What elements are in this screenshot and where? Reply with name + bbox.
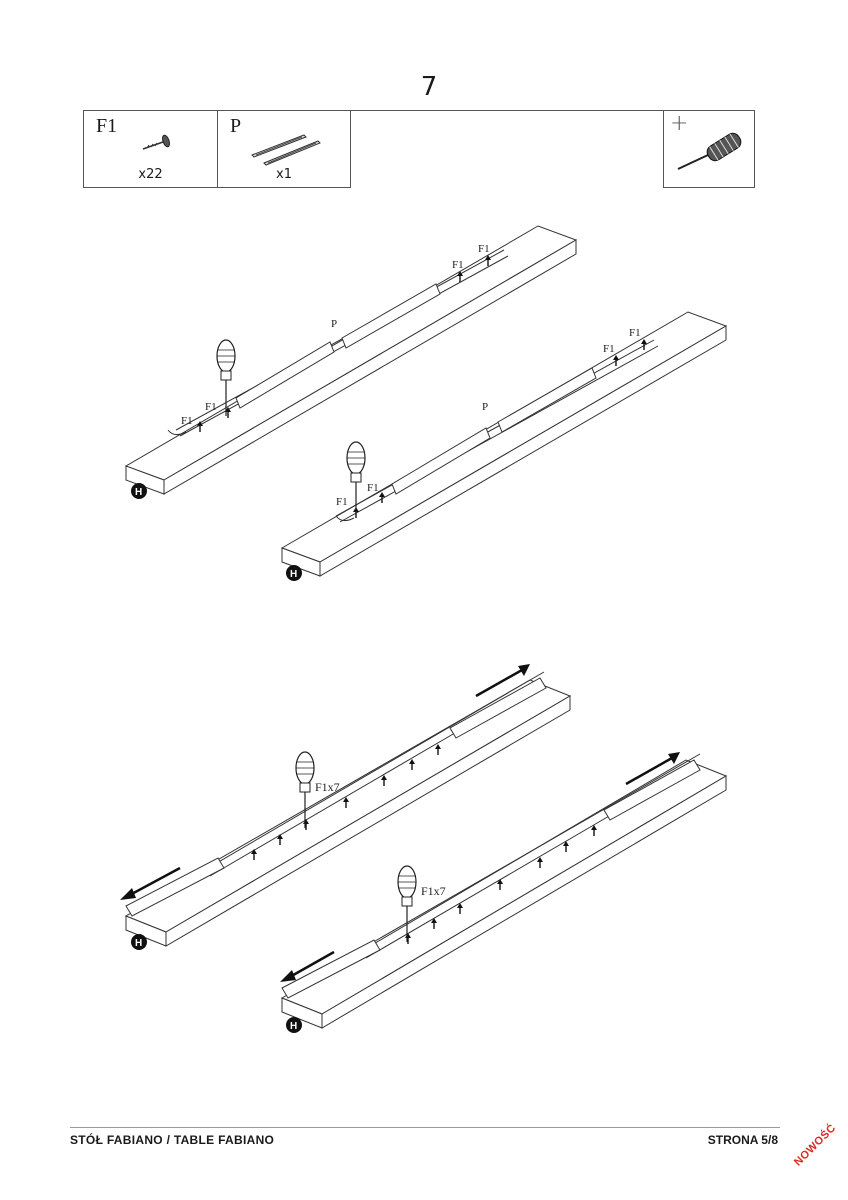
footer-page-number: STRONA 5/8 xyxy=(707,1133,778,1147)
screw-label: F1 xyxy=(629,327,641,339)
screw-label: F1 xyxy=(452,259,464,271)
board-top-right: H F1 F1 P F1 F1 xyxy=(280,311,728,581)
rail-pair-icon xyxy=(251,134,321,166)
part-code: F1 xyxy=(96,115,118,137)
end-marker-h xyxy=(131,934,147,950)
board-bottom-right: H F1x7 xyxy=(280,752,728,1033)
footer-rule xyxy=(70,1127,780,1128)
part-box-p: P x1 xyxy=(217,110,351,188)
end-marker-label: H xyxy=(290,569,297,580)
board-bottom-left: H F1x7 xyxy=(120,664,572,950)
step-number: 7 xyxy=(420,72,438,102)
slide-left-arrow xyxy=(280,950,335,982)
screw-count-label: F1x7 xyxy=(315,780,340,794)
slide-right-arrow xyxy=(475,664,530,698)
slide-left-arrow xyxy=(120,866,181,900)
end-marker-h xyxy=(286,565,302,581)
slide-right-arrow xyxy=(625,752,680,786)
end-marker-label: H xyxy=(290,1021,297,1032)
screw-label: F1 xyxy=(181,415,193,427)
part-code: P xyxy=(230,115,242,137)
footer-product-title: STÓŁ FABIANO / TABLE FABIANO xyxy=(70,1133,275,1147)
screw-label: F1 xyxy=(478,243,490,255)
screw-count-label: F1x7 xyxy=(421,884,446,898)
screw-label: F1 xyxy=(367,482,379,494)
rail-label: P xyxy=(331,318,337,330)
assembly-drawing: H F1 F1 P F1 F1 H F1 F1 P F1 F1 xyxy=(120,225,728,1033)
tool-box: + xyxy=(663,110,755,188)
screw-label: F1 xyxy=(205,401,217,413)
part-box-f1: F1 x22 xyxy=(83,110,218,188)
end-marker-label: H xyxy=(135,487,142,498)
screw-label: F1 xyxy=(603,343,615,355)
end-marker-label: H xyxy=(135,938,142,949)
new-badge: NOWOŚĆ xyxy=(792,1122,839,1169)
part-quantity: x22 xyxy=(138,167,163,182)
end-marker-h xyxy=(131,483,147,499)
phillips-plus-icon: + xyxy=(670,111,689,136)
screwdriver-icon xyxy=(677,132,742,170)
end-marker-h xyxy=(286,1017,302,1033)
rail-label: P xyxy=(482,401,488,413)
board-top-left: H F1 F1 P F1 F1 xyxy=(124,225,578,499)
screw-label: F1 xyxy=(336,496,348,508)
screw-icon xyxy=(142,134,170,150)
parts-header-rule xyxy=(350,110,664,111)
part-quantity: x1 xyxy=(276,167,292,182)
